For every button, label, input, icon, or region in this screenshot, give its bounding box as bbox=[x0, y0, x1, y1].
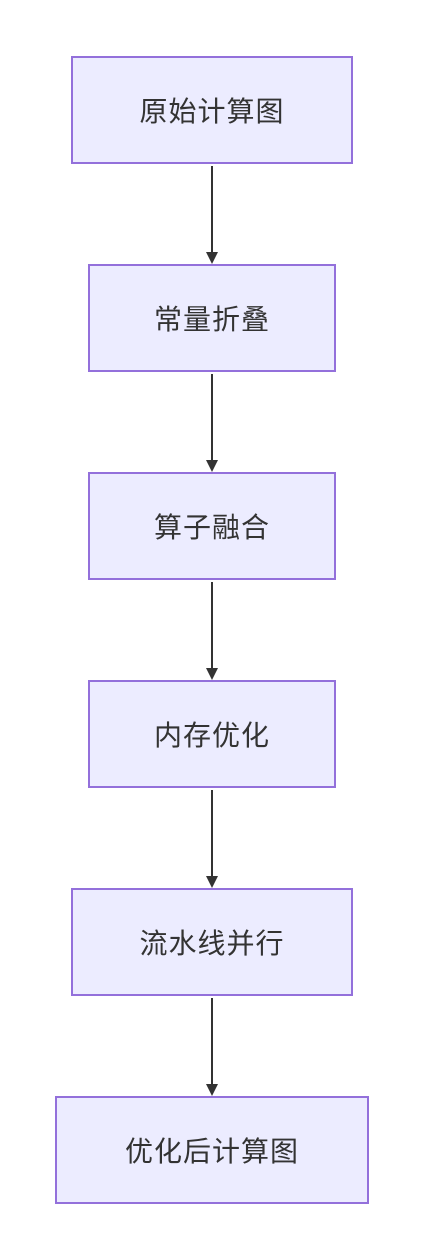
node-constant-folding: 常量折叠 bbox=[88, 264, 336, 372]
node-label: 内存优化 bbox=[153, 719, 270, 752]
node-label: 原始计算图 bbox=[139, 95, 285, 128]
node-label: 优化后计算图 bbox=[124, 1135, 299, 1168]
node-operator-fusion: 算子融合 bbox=[88, 472, 336, 580]
node-pipeline-parallel: 流水线并行 bbox=[71, 888, 353, 996]
node-memory-optimization: 内存优化 bbox=[88, 680, 336, 788]
node-original-graph: 原始计算图 bbox=[71, 56, 353, 164]
node-optimized-graph: 优化后计算图 bbox=[55, 1096, 369, 1204]
node-label: 常量折叠 bbox=[153, 303, 270, 336]
node-label: 流水线并行 bbox=[139, 927, 285, 960]
node-label: 算子融合 bbox=[153, 511, 270, 544]
